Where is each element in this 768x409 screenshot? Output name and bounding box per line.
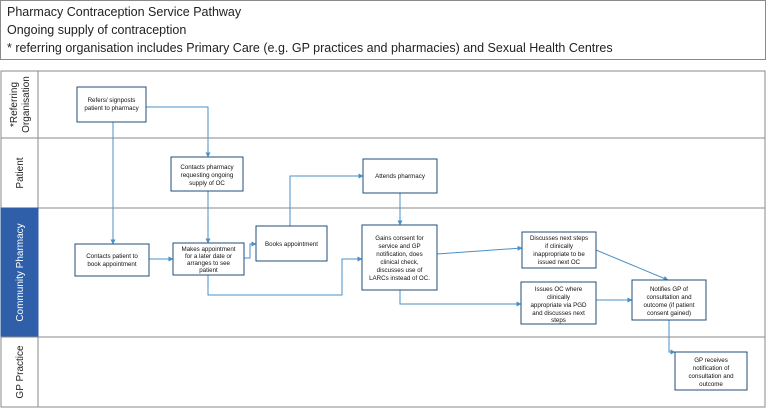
box-gains-consent-line2: service and GP	[378, 243, 420, 250]
box-notifies-line1: Notifies GP of	[650, 286, 688, 293]
lane-label-referring-line2: Organisation	[21, 76, 32, 133]
arrow-discusses-to-notifies	[595, 249, 669, 281]
arrow-books-to-attends	[289, 173, 364, 226]
lane-label-cell-gp	[0, 336, 39, 408]
lane-labels: *Referring Organisation Patient Communit…	[9, 76, 32, 398]
box-gp-receives-line1: GP receives	[694, 357, 728, 364]
box-makes-appointment-line4: patient	[199, 267, 218, 274]
box-contacts-pharmacy-line3: supply of OC	[189, 180, 225, 187]
box-makes-appointment-line1: Makes appointment	[182, 246, 236, 253]
arrow-makes-appointment-to-books	[244, 241, 257, 259]
box-issues-oc-line5: steps	[551, 317, 566, 324]
box-makes-appointment-line2: for a later date or	[185, 253, 232, 260]
lane-label-cell-referring	[0, 70, 39, 139]
lane-label-gp: GP Practice	[15, 345, 26, 399]
box-makes-appointment-line3: arranges to see	[187, 260, 231, 267]
arrow-gains-consent-to-discusses	[436, 245, 523, 255]
box-refers-line1: Refers/ signposts	[88, 97, 136, 104]
box-notifies-line3: outcome (if patient	[644, 302, 695, 309]
connectors	[110, 106, 676, 355]
box-gains-consent-line4: clinical check,	[380, 259, 418, 266]
svg-text:Attends pharmacy: Attends pharmacy	[375, 173, 426, 180]
box-issues-oc-line3: appropriate via PGD	[530, 302, 587, 309]
box-attends-line1: Attends pharmacy	[375, 173, 426, 180]
box-notifies-line4: consent gained)	[647, 310, 691, 317]
diagram-subtitle: Ongoing supply of contraception	[7, 23, 187, 37]
lanes	[0, 70, 766, 408]
box-contacts-patient-line1: Contacts patient to	[86, 253, 138, 260]
box-discusses-line4: issued next OC	[538, 259, 581, 266]
lane-label-cell-pharmacy	[0, 207, 39, 338]
box-gains-consent-line5: discusses use of	[377, 267, 423, 274]
box-issues-oc-line2: clinically	[547, 294, 571, 301]
box-issues-oc-line4: and discusses next	[532, 310, 585, 317]
arrow-makes-appointment-to-gains-consent	[207, 256, 363, 296]
box-issues-oc-line1: Issues OC where	[535, 286, 583, 293]
lane-label-patient: Patient	[15, 157, 26, 188]
diagram-title: Pharmacy Contraception Service Pathway	[7, 5, 242, 19]
box-discusses-line3: inappropriate to be	[533, 251, 585, 258]
box-gp-receives-line3: consultation and	[688, 373, 734, 380]
box-gains-consent-line1: Gains consent for	[375, 235, 424, 242]
diagram-footnote: * referring organisation includes Primar…	[7, 41, 613, 55]
lane-gp-practice	[0, 336, 766, 408]
arrow-refers-to-contacts-pharmacy	[146, 106, 211, 158]
lane-label-pharmacy: Community Pharmacy	[15, 223, 26, 321]
box-books-appointment: Books appointment	[255, 225, 328, 262]
box-notifies-line2: consultation and	[646, 294, 692, 301]
pathway-header: Pharmacy Contraception Service Pathway O…	[0, 0, 766, 60]
box-gp-receives-line2: notification of	[693, 365, 730, 372]
arrow-notifies-to-gp-receives	[668, 320, 676, 355]
box-discusses-line1: Discusses next steps	[530, 235, 588, 242]
box-books-line1: Books appointment	[265, 241, 318, 248]
box-gains-consent-line3: notification, does	[376, 251, 422, 258]
box-gp-receives-line4: outcome	[699, 381, 723, 388]
box-contacts-pharmacy-line1: Contacts pharmacy	[180, 164, 234, 171]
box-refers-line2: patient to pharmacy	[84, 105, 139, 112]
lane-label-cell-patient	[0, 137, 39, 209]
arrow-gains-consent-to-issues-oc	[399, 290, 522, 307]
box-attends-pharmacy: Attends pharmacy	[362, 158, 438, 194]
box-gains-consent-line6: LARCs instead of OC.	[369, 275, 430, 282]
svg-text:Books appointment: Books appointment	[265, 241, 318, 248]
box-discusses-line2: if clinically	[545, 243, 574, 250]
box-contacts-pharmacy-line2: requesting ongoing	[181, 172, 234, 179]
box-contacts-patient-line2: book appointment	[87, 261, 136, 268]
lane-label-referring-line1: *Referring	[9, 82, 20, 127]
